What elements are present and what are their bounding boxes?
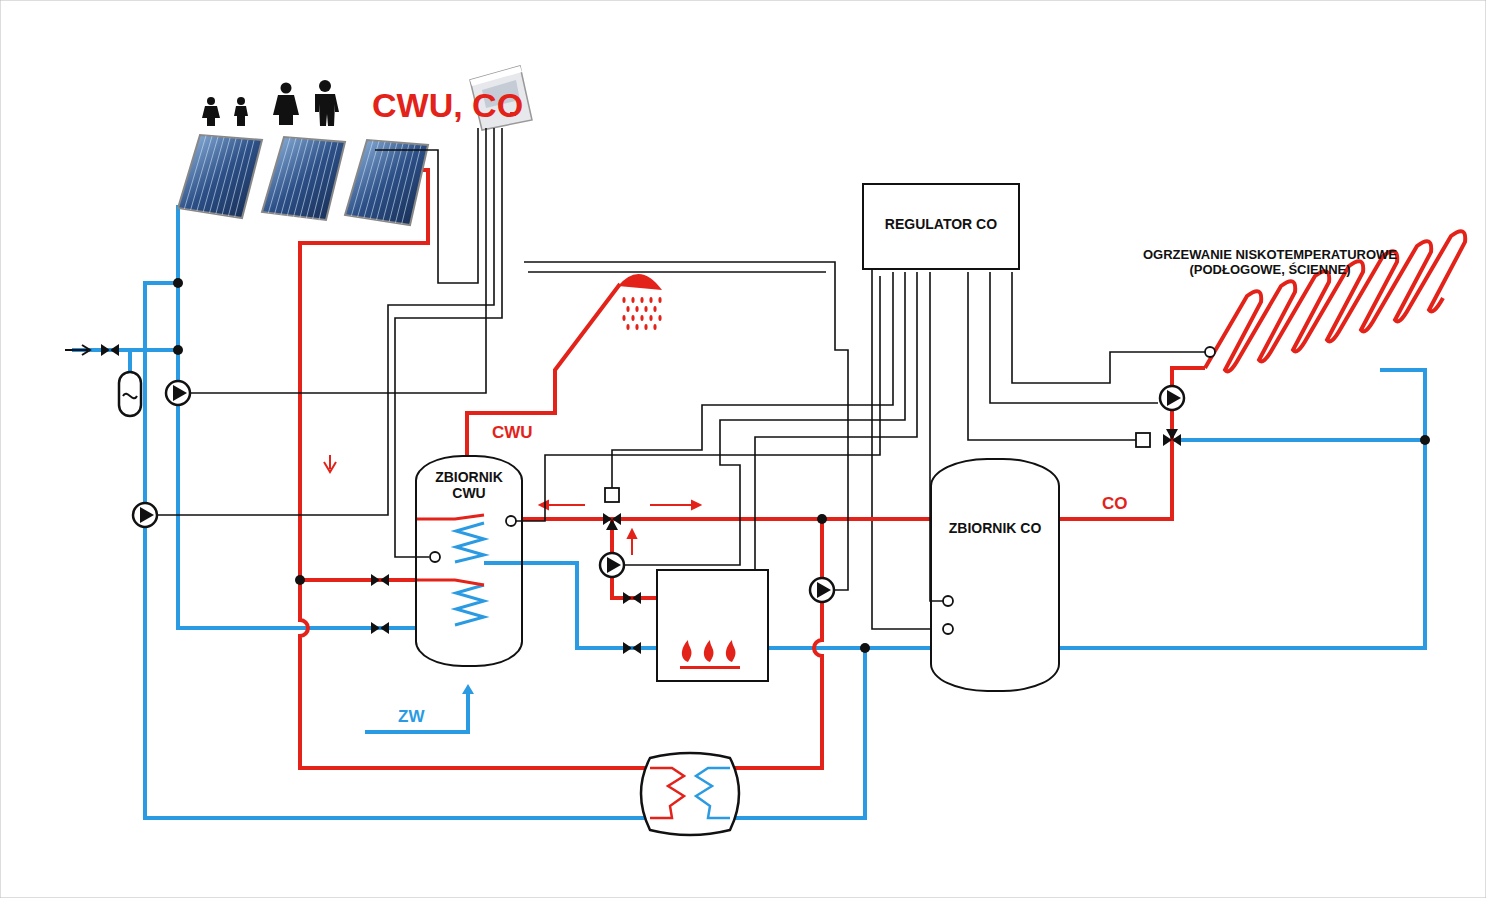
label: CO: [1102, 494, 1128, 514]
node-text: ZBIORNIK CWU: [423, 469, 515, 501]
control-wires: [157, 128, 1205, 601]
label: OGRZEWANIE NISKOTEMPERATUROWE (PODŁOGOWE…: [1115, 247, 1425, 277]
flow-arrow: [324, 455, 336, 472]
heat-exchanger: [641, 753, 739, 835]
label: ZW: [398, 707, 424, 727]
flames: [680, 640, 740, 669]
hot-pipe: [523, 517, 930, 521]
cold-pipes: [72, 205, 1425, 818]
controller-box: REGULATOR CO: [862, 183, 1020, 270]
buffer-tank: ZBIORNIK CO: [930, 458, 1060, 692]
title: CWU, CO: [372, 86, 523, 125]
expansion-vessel: [65, 345, 141, 416]
pumps: [133, 381, 1184, 602]
solar-collectors: [178, 135, 428, 225]
node-text: ZBIORNIK CO: [938, 520, 1052, 536]
node-text: REGULATOR CO: [870, 216, 1012, 232]
people: [202, 80, 339, 126]
hot-pipes: [300, 170, 1465, 768]
junctions: [173, 278, 1430, 653]
shower: [618, 274, 662, 330]
label: CWU: [490, 423, 535, 443]
sensors: [430, 347, 1215, 634]
boiler: [657, 570, 768, 681]
dhw-tank: ZBIORNIK CWU: [415, 455, 523, 667]
flow-arrows: [540, 501, 700, 555]
arrow: [462, 684, 474, 694]
